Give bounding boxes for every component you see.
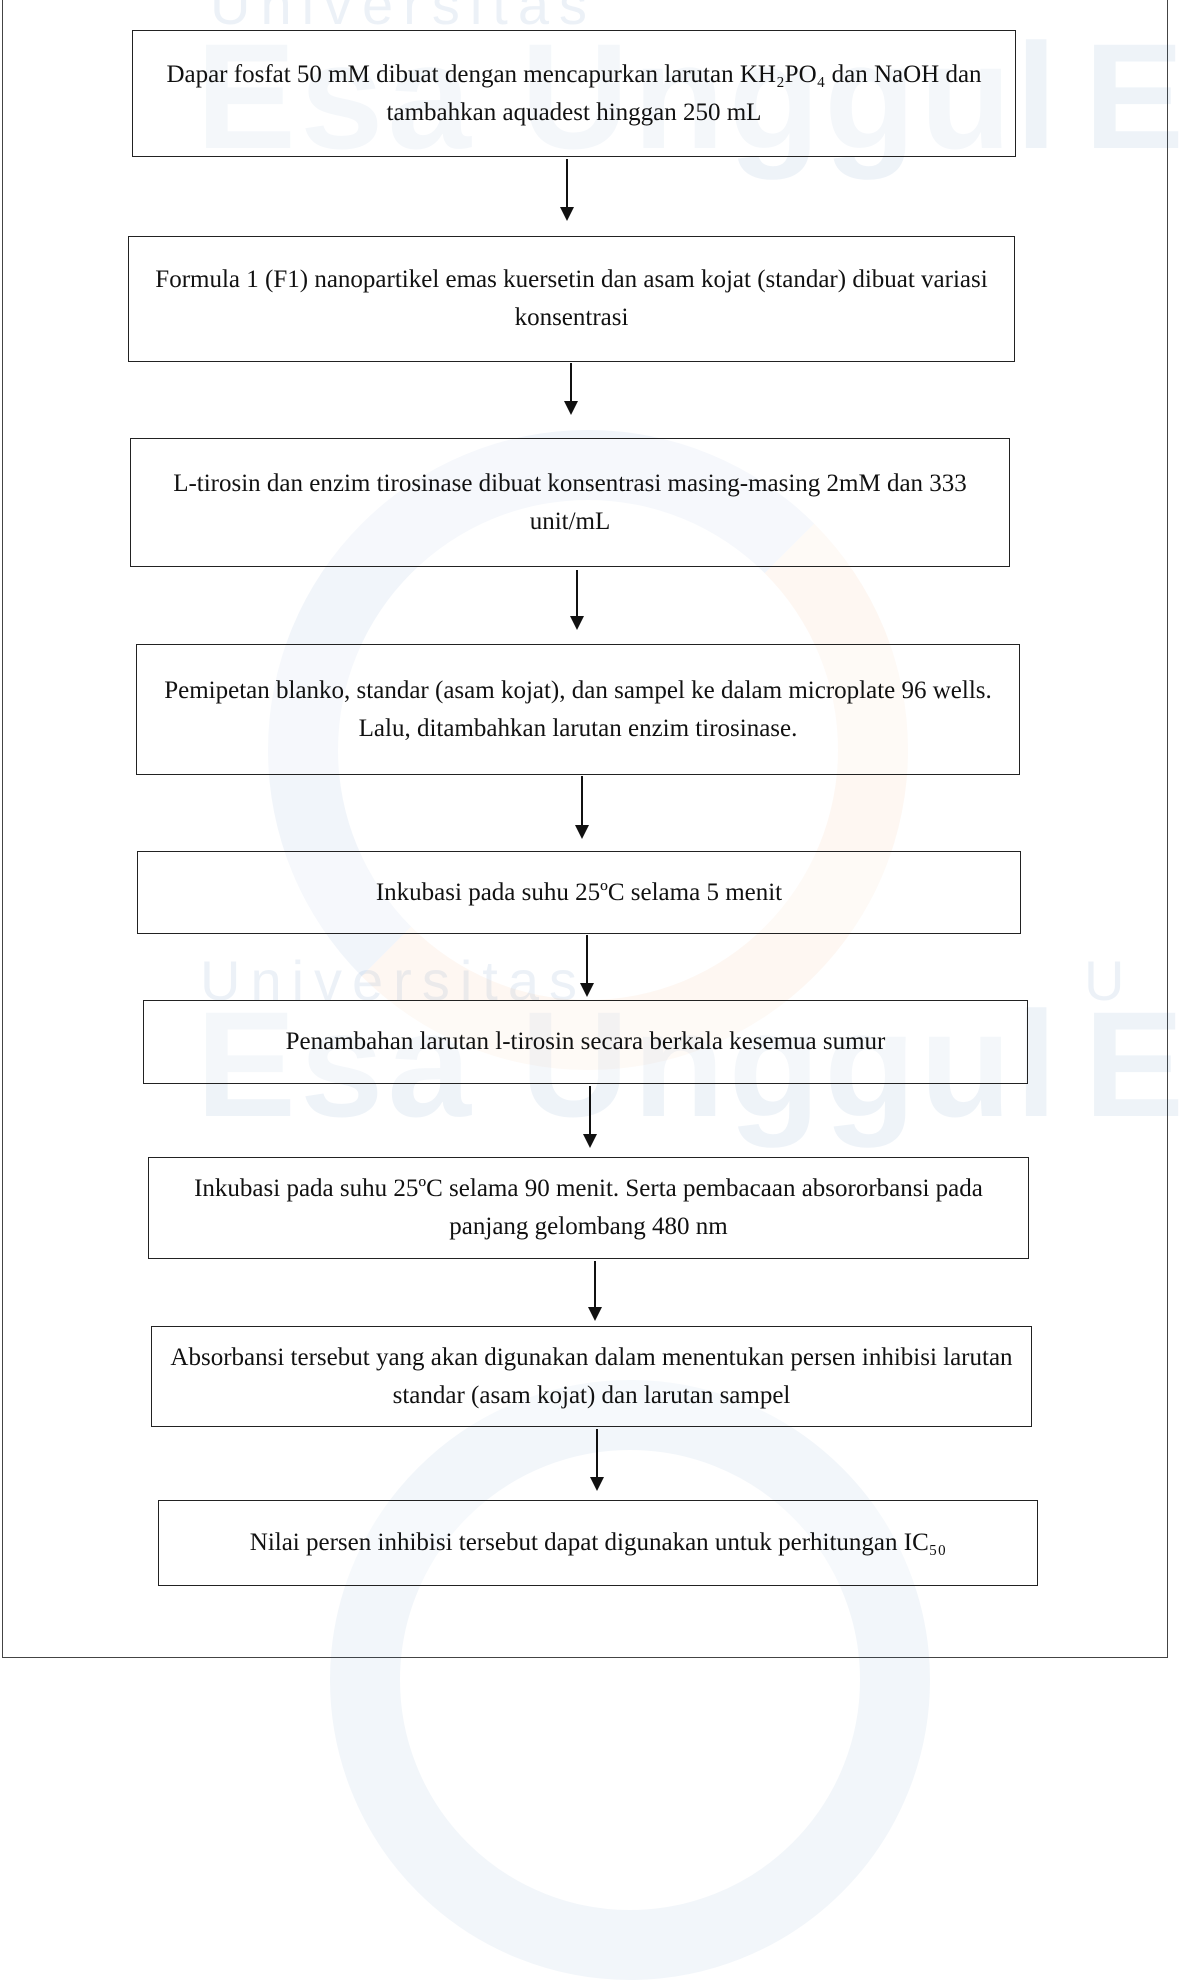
step-2-box: Formula 1 (F1) nanopartikel emas kuerset… [128,236,1015,362]
step-7-box: Inkubasi pada suhu 25ºC selama 90 menit.… [148,1157,1029,1259]
step-7-text: Inkubasi pada suhu 25ºC selama 90 menit.… [194,1175,983,1240]
step-5-text: Inkubasi pada suhu 25ºC selama 5 menit [375,878,783,906]
step-4-box: Pemipetan blanko, standar (asam kojat), … [136,644,1020,775]
watermark-esa-unggul-right-middle: E [1084,980,1182,1148]
arrow-4-icon [575,776,589,839]
step-3-box: L-tirosin dan enzim tirosinase dibuat ko… [130,438,1010,567]
watermark-esa-unggul-top: Esa Unggul [196,12,1062,180]
step-1-box: Dapar fosfat 50 mM dibuat dengan mencapu… [132,30,1016,157]
watermark-universitas-middle: Universitas [200,949,587,1012]
step-8-text: Absorbansi tersebut yang akan digunakan … [170,1343,1013,1409]
arrow-5-icon [580,935,594,997]
arrow-6-icon [583,1086,597,1148]
step-9-box: Nilai persen inhibisi tersebut dapat dig… [158,1500,1038,1586]
step-5-box: Inkubasi pada suhu 25ºC selama 5 menit [137,851,1021,934]
arrow-3-icon [570,570,584,630]
arrow-8-icon [590,1429,604,1491]
arrow-7-icon [588,1261,602,1321]
step-2-text: Formula 1 (F1) nanopartikel emas kuerset… [155,266,988,331]
watermark-esa-unggul-right-top: E [1084,12,1182,180]
step-6-text: Penambahan larutan l-tirosin secara berk… [285,1028,886,1055]
arrow-2-icon [564,363,578,415]
step-6-box: Penambahan larutan l-tirosin secara berk… [143,1000,1028,1084]
step-1-text: Dapar fosfat 50 mM dibuat dengan mencapu… [166,60,982,126]
watermark-universitas-right: U [1084,949,1135,1012]
step-8-box: Absorbansi tersebut yang akan digunakan … [151,1326,1032,1427]
watermark-esa-unggul-middle: Esa Unggul [196,980,1062,1148]
step-9-text: Nilai persen inhibisi tersebut dapat dig… [249,1529,947,1556]
arrow-1-icon [560,159,574,221]
step-3-text: L-tirosin dan enzim tirosinase dibuat ko… [173,469,967,535]
step-4-text: Pemipetan blanko, standar (asam kojat), … [164,676,992,742]
